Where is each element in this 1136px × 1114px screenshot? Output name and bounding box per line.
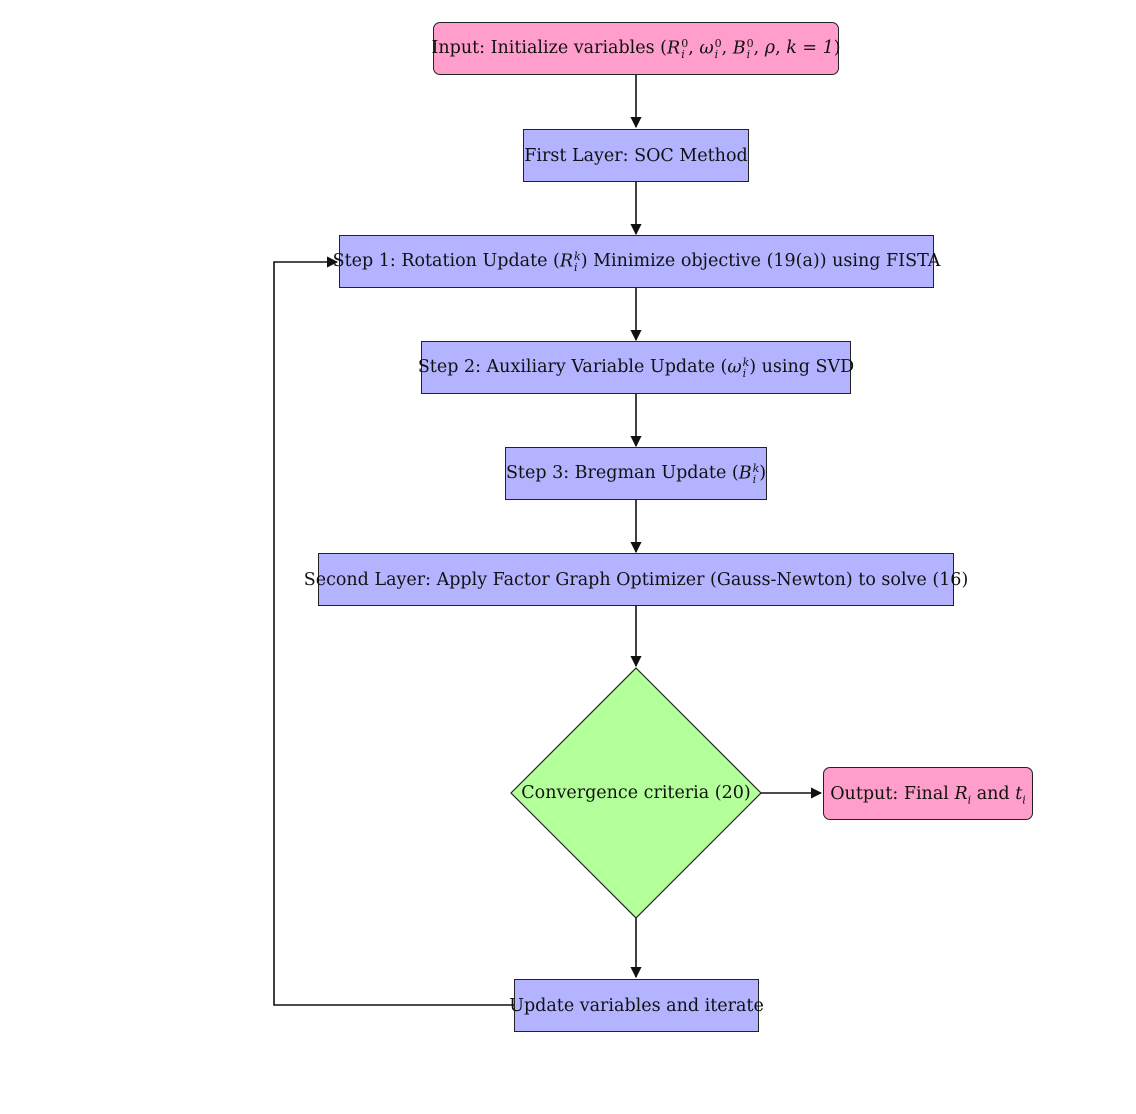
step1-var-sup: k	[574, 249, 581, 263]
var-k-expr: k = 1	[786, 38, 834, 58]
output-r: Ri	[954, 783, 972, 806]
input-prefix: Input: Initialize variables (	[431, 38, 668, 58]
convergence-label: Convergence criteria (20)	[521, 783, 751, 803]
step2-var-sub: i	[742, 366, 747, 380]
step2-prefix: Step 2: Auxiliary Variable Update (	[417, 357, 728, 377]
step1-suffix: ) Minimize objective (19(a)) using FISTA	[580, 251, 941, 271]
var-b0-sup: 0	[746, 36, 754, 50]
step3-prefix: Step 3: Bregman Update (	[505, 463, 739, 483]
output-prefix: Output: Final	[830, 783, 949, 804]
output-r-sub: i	[967, 793, 972, 806]
output-r-sym: R	[954, 783, 968, 804]
update-node: Update variables and iterate	[509, 979, 764, 1032]
var-r0-sub: i	[681, 47, 685, 61]
step3-var-sup: k	[752, 461, 760, 475]
input-suffix: )	[833, 38, 841, 58]
step3-suffix: )	[759, 463, 767, 483]
output-t: ti	[1015, 783, 1026, 806]
output-node: Output: Final Ri and ti	[823, 767, 1033, 820]
var-rho: ρ	[764, 38, 776, 58]
output-mid: and	[971, 783, 1016, 804]
second-layer-label: Second Layer: Apply Factor Graph Optimiz…	[303, 569, 969, 590]
step1-var-sym: R	[559, 251, 574, 271]
step1-var-sub: i	[574, 260, 578, 274]
step1-prefix: Step 1: Rotation Update (	[332, 251, 560, 271]
step2-suffix: ) using SVD	[749, 357, 855, 377]
update-label: Update variables and iterate	[509, 995, 764, 1016]
first-layer-label: First Layer: SOC Method	[524, 145, 748, 166]
step2-var-sup: k	[742, 355, 750, 369]
var-omega0-sub: i	[714, 47, 719, 61]
output-t-sym: t	[1015, 783, 1023, 804]
var-r0-sup: 0	[681, 36, 689, 50]
var-omega0-sym: ω	[699, 38, 714, 58]
edge-update-loop-to-step1	[273, 256, 514, 1006]
step3-var-sub: i	[752, 472, 757, 486]
convergence-diamond	[510, 667, 762, 919]
var-r0-sym: R	[667, 38, 681, 58]
var-b0-sub: i	[746, 47, 751, 61]
step2-var-sym: ω	[727, 357, 742, 377]
var-omega0-sup: 0	[714, 36, 722, 50]
var-b0-sym: B	[732, 38, 746, 58]
second-layer-node: Second Layer: Apply Factor Graph Optimiz…	[304, 553, 968, 606]
first-layer-node: First Layer: SOC Method	[523, 129, 749, 182]
output-t-sub: i	[1022, 793, 1026, 806]
step3-var-sym: B	[738, 463, 752, 483]
